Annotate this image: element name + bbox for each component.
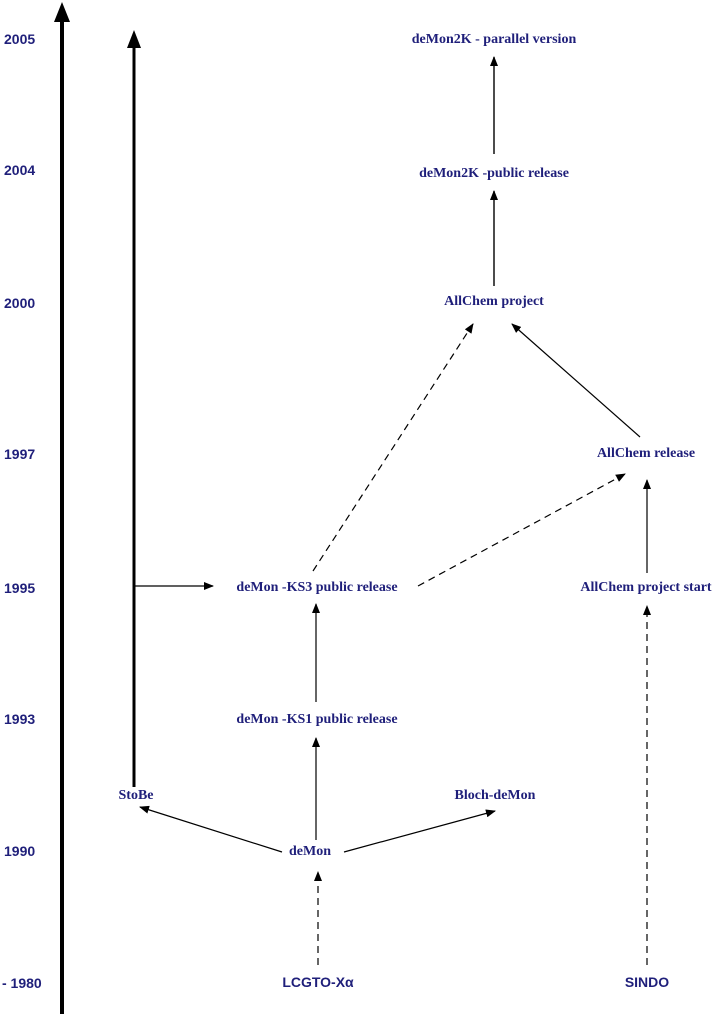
edge-demon-to-bloch-demon (343, 809, 496, 853)
node-demon: deMon (289, 844, 331, 859)
year-label-2005: 2005 (4, 31, 35, 47)
stobe-lineage-line (127, 30, 141, 787)
node-stobe: StoBe (119, 788, 154, 803)
node-demon-ks3: deMon -KS3 public release (236, 580, 397, 595)
node-demon2k-public: deMon2K -public release (419, 166, 569, 181)
edge-ks3-to-allchem-release (417, 473, 626, 587)
edge-allchem-release-to-project (511, 323, 641, 438)
year-label-1995: 1995 (4, 580, 35, 596)
node-allchem-project: AllChem project (444, 294, 544, 309)
year-label-2000: 2000 (4, 295, 35, 311)
year-label-1990: 1990 (4, 843, 35, 859)
nodes: deMon2K - parallel version deMon2K -publ… (119, 32, 712, 990)
node-demon2k-parallel: deMon2K - parallel version (412, 32, 577, 47)
edge-demon-to-stobe (139, 805, 283, 853)
year-label-1993: 1993 (4, 711, 35, 727)
node-allchem-start: AllChem project start (580, 580, 711, 595)
edge-ks3-to-allchem-project (312, 323, 474, 572)
year-label-2004: 2004 (4, 162, 35, 178)
year-labels: 2005 2004 2000 1997 1995 1993 1990 - 198… (2, 31, 42, 991)
node-lcgto-xalpha: LCGTO-Xα (282, 974, 354, 990)
node-sindo: SINDO (625, 974, 669, 990)
edges (134, 56, 651, 965)
node-demon-ks1: deMon -KS1 public release (236, 712, 397, 727)
node-bloch-demon: Bloch-deMon (455, 788, 536, 803)
timeline-axis (54, 2, 70, 1014)
node-allchem-release: AllChem release (597, 446, 695, 461)
year-label-1997: 1997 (4, 446, 35, 462)
year-label-1980: - 1980 (2, 975, 42, 991)
